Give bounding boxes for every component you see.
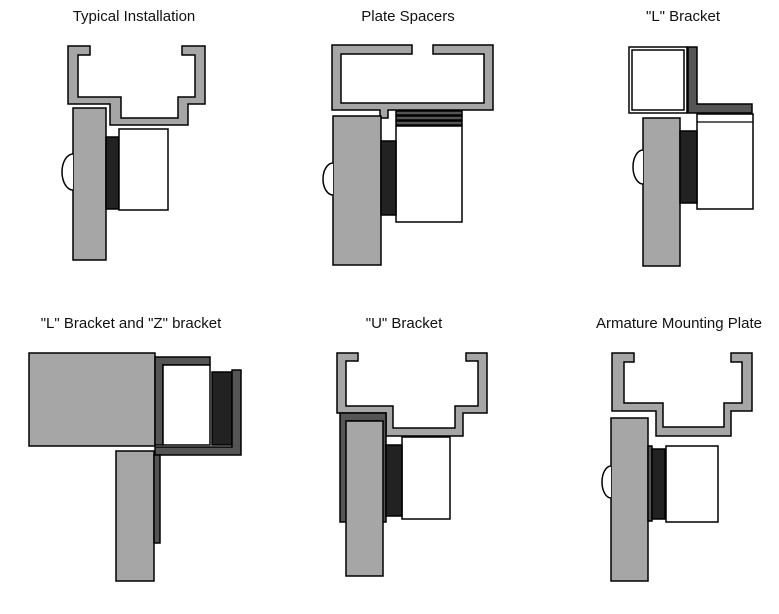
- door-handle: [601, 465, 612, 499]
- door-handle: [322, 162, 334, 196]
- armature-plate: [380, 140, 397, 216]
- header-channel: [331, 44, 494, 119]
- diagram-typical-installation: [61, 45, 206, 261]
- header-box: [628, 46, 688, 114]
- magnet-body: [118, 128, 169, 211]
- magnet-body: [162, 364, 211, 446]
- l-bracket: [687, 46, 753, 114]
- title-l-and-z-bracket: "L" Bracket and "Z" bracket: [40, 315, 222, 332]
- title-u-bracket: "U" Bracket: [365, 315, 443, 332]
- header-block: [28, 352, 156, 447]
- header-channel: [67, 45, 206, 126]
- door-frame: [345, 420, 384, 577]
- door-frame: [610, 417, 649, 582]
- spacer-plate: [395, 110, 463, 116]
- door-handle: [61, 153, 74, 191]
- door-handle: [632, 149, 644, 185]
- header-channel: [336, 352, 488, 437]
- magnet-body: [665, 445, 719, 523]
- title-armature-mounting-plate: Armature Mounting Plate: [596, 315, 762, 332]
- magnet-body: [395, 125, 463, 223]
- armature-plate: [385, 444, 403, 517]
- magnet-body: [696, 113, 754, 210]
- header-box-inner: [631, 49, 685, 111]
- spacer-plate: [395, 120, 463, 126]
- title-typical-installation: Typical Installation: [72, 8, 196, 25]
- door-frame: [332, 115, 382, 266]
- spacer-plate: [395, 115, 463, 121]
- header-channel: [611, 352, 753, 437]
- title-l-bracket: "L" Bracket: [645, 8, 721, 25]
- diagram-u-bracket: [336, 352, 488, 577]
- diagram-plate-spacers: [322, 44, 494, 266]
- armature-plate: [651, 448, 666, 520]
- door-edge: [153, 454, 161, 544]
- door-frame: [115, 450, 155, 582]
- armature-plate: [679, 130, 698, 204]
- door-frame: [72, 107, 107, 261]
- armature-plate: [211, 371, 233, 446]
- armature-plate: [105, 136, 120, 210]
- title-plate-spacers: Plate Spacers: [361, 8, 455, 25]
- diagram-l-bracket: [628, 46, 754, 267]
- door-frame: [642, 117, 681, 267]
- magnet-body: [401, 436, 451, 520]
- diagram-l-and-z-bracket: [28, 352, 242, 582]
- diagram-armature-mounting-plate: [601, 352, 753, 582]
